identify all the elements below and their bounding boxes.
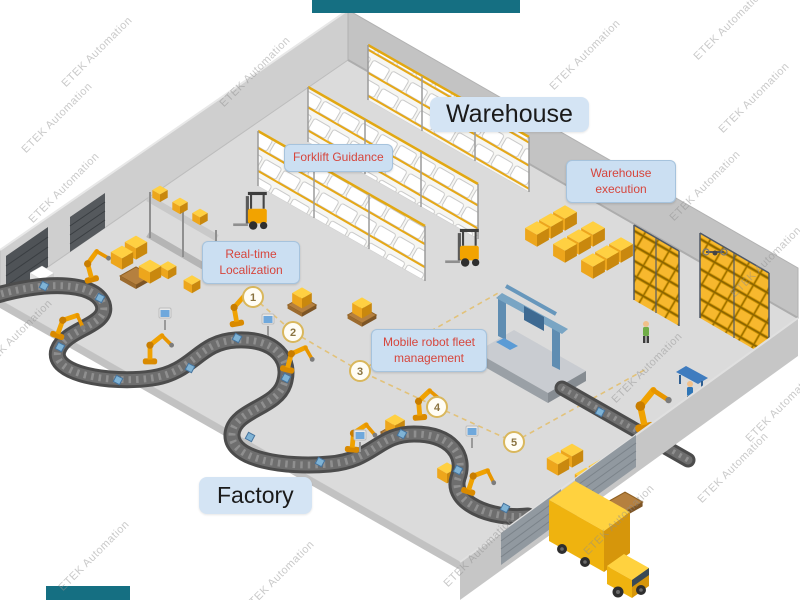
conveyor-serpentine	[0, 277, 537, 526]
slide-accent-bar-corner	[46, 586, 130, 600]
pallet-rack-right	[633, 224, 680, 326]
warehouse-rack-row	[307, 85, 479, 240]
callout-text: Warehouse execution	[590, 166, 652, 196]
waypoint-number: 4	[434, 402, 441, 414]
callout-mobile-robot-fleet: Mobile robot fleet management	[371, 329, 487, 373]
factory-area-label: Factory	[199, 477, 312, 514]
waypoint-circle: 2	[282, 321, 304, 343]
waypoint-number: 5	[511, 437, 517, 449]
warehouse-area-label: Warehouse	[430, 97, 589, 132]
drone-icon	[702, 248, 728, 256]
warehouse-label-text: Warehouse	[446, 100, 573, 128]
callout-text: Forklift Guidance	[293, 150, 384, 164]
callout-text: Mobile robot fleet management	[382, 335, 476, 365]
callout-warehouse-execution: Warehouse execution	[566, 160, 676, 204]
waypoint-circle: 3	[349, 360, 371, 382]
roller-door	[5, 227, 49, 296]
callout-text: Real-time Localization	[219, 247, 283, 277]
pallet-rack-right	[699, 232, 770, 358]
waypoint-circle: 1	[242, 286, 264, 308]
waypoint-circle: 4	[426, 396, 448, 418]
slide-accent-bar-top	[312, 0, 520, 13]
callout-realtime-localization: Real-time Localization	[202, 241, 300, 285]
waypoint-number: 2	[290, 327, 296, 339]
conveyor-items	[38, 280, 606, 514]
left-wall	[0, 9, 349, 301]
waypoint-circle: 5	[503, 431, 525, 453]
callout-forklift-guidance: Forklift Guidance	[284, 144, 393, 172]
machine-gantry	[476, 284, 586, 403]
route-waypoints: 1 2 3 4 5	[242, 286, 525, 453]
factory-label-text: Factory	[217, 482, 294, 508]
waypoint-number: 1	[250, 292, 256, 304]
roller-door	[69, 193, 106, 252]
waypoint-number: 3	[357, 366, 363, 378]
delivery-truck	[549, 481, 649, 598]
